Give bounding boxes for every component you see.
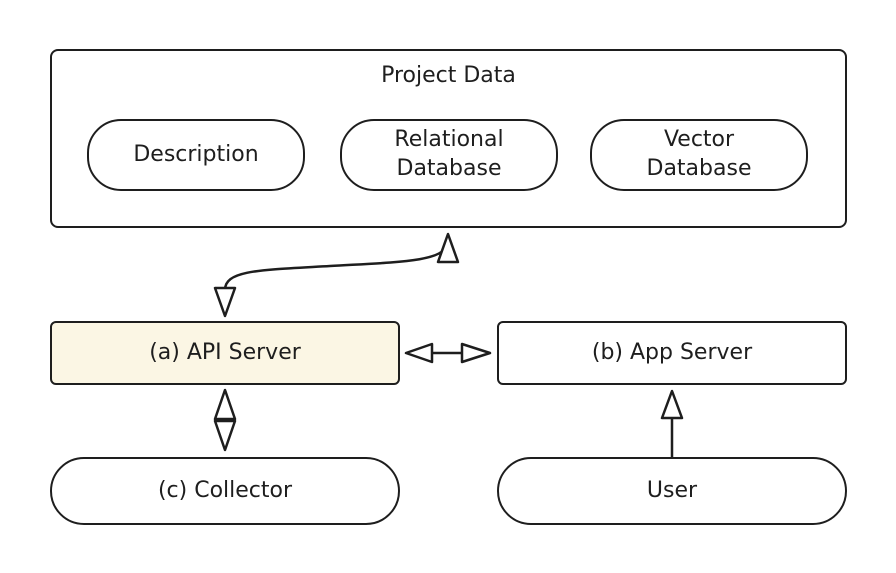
user-node: User: [497, 457, 847, 525]
collector-node: (c) Collector: [50, 457, 400, 525]
project-data-title: Project Data: [381, 63, 516, 88]
api-server-node: (a) API Server: [50, 321, 400, 385]
relational-database-node: Relational Database: [340, 119, 558, 191]
app-server-node: (b) App Server: [497, 321, 847, 385]
relational-database-label: Relational Database: [394, 127, 504, 181]
api-server-label: (a) API Server: [149, 339, 301, 365]
vector-database-node: Vector Database: [590, 119, 808, 191]
api-server-bottom-arrowhead-icon: [213, 388, 237, 421]
description-label: Description: [133, 141, 259, 167]
app-server-bottom-arrowhead-icon: [660, 389, 684, 420]
user-label: User: [646, 477, 698, 503]
api-server-side-arrowhead-icon: [404, 342, 434, 364]
app-server-label: (b) App Server: [591, 339, 753, 365]
api-server-top-arrowhead-icon: [213, 286, 237, 318]
vector-database-label: Vector Database: [646, 127, 752, 181]
project-data-arrowhead-icon: [436, 232, 460, 264]
app-server-side-arrowhead-icon: [460, 342, 492, 364]
api-to-project-data-connector: [223, 242, 450, 292]
collector-top-arrowhead-icon: [213, 419, 237, 452]
description-node: Description: [87, 119, 305, 191]
collector-label: (c) Collector: [157, 477, 293, 503]
